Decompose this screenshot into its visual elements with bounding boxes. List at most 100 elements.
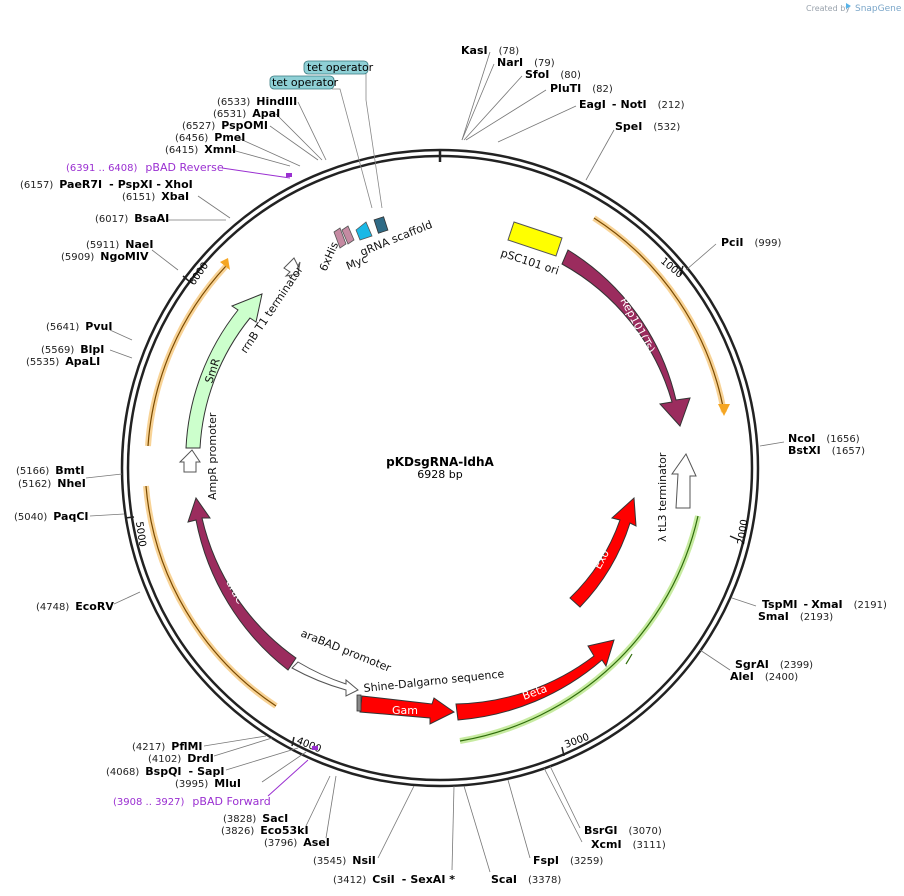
- svg-text:tet operator: tet operator: [307, 61, 374, 74]
- svg-text:NarI(79): NarI(79): [497, 56, 555, 69]
- plasmid-title: pKDsgRNA-ldhA 6928 bp: [386, 455, 494, 481]
- site-NgoMIV: NgoMIV: [100, 250, 149, 263]
- svg-text:(3545)NsiI: (3545)NsiI: [313, 854, 376, 867]
- site-BmtI: BmtI: [55, 464, 84, 477]
- feature-Beta[interactable]: Beta: [455, 639, 615, 721]
- feature-label-lambda-tL3: λ tL3 terminator: [656, 452, 669, 542]
- site-CsiI: CsiI: [372, 873, 394, 886]
- backbone: [120, 148, 760, 788]
- site-ApaI: ApaI: [252, 107, 280, 120]
- site-HindIII: HindIII: [256, 95, 297, 108]
- site-SgrAI: SgrAI: [735, 658, 769, 671]
- site-NcoI: NcoI: [788, 432, 815, 445]
- feature-label-Rep101Ts: Rep101(Ts): [617, 295, 657, 355]
- site-BlpI: BlpI: [80, 343, 104, 356]
- site-PflMI: PflMI: [171, 740, 202, 753]
- site-FspI: FspI: [533, 854, 559, 867]
- site-PaqCI: PaqCI: [53, 510, 88, 523]
- svg-text:(6157)PaeR7I-PspXI - XhoI: (6157)PaeR7I-PspXI - XhoI: [20, 178, 193, 191]
- svg-text:(5911)NaeI: (5911)NaeI: [86, 238, 153, 251]
- feature-Exo[interactable]: Exo: [569, 496, 637, 608]
- feature-gRNA-scaffold[interactable]: gRNA scaffold: [355, 216, 434, 259]
- site-NheI: NheI: [57, 477, 86, 490]
- svg-text:NcoI(1656): NcoI(1656): [788, 432, 860, 445]
- feature-rails: [143, 215, 730, 744]
- svg-text:SfoI(80): SfoI(80): [525, 68, 581, 81]
- feature-6xHis[interactable]: 6xHis: [317, 227, 347, 273]
- svg-text:EagI-NotI(212): EagI-NotI(212): [579, 98, 685, 111]
- svg-text:(6456)PmeI: (6456)PmeI: [175, 131, 245, 144]
- primer-marker-pBAD-Reverse: [221, 167, 292, 179]
- feature-Gam[interactable]: Gam: [359, 695, 455, 725]
- site-BstXI: BstXI: [788, 444, 821, 457]
- svg-text:(4748)EcoRV: (4748)EcoRV: [36, 600, 114, 613]
- svg-text:SnapGene: SnapGene: [855, 4, 902, 14]
- svg-text:(3412)CsiI-SexAI *: (3412)CsiI-SexAI *: [333, 873, 455, 886]
- snapgene-credit: Created by SnapGene: [806, 3, 902, 14]
- site-XcmI: XcmI: [591, 838, 622, 851]
- feature-pSC101-ori[interactable]: pSC101 ori: [499, 221, 563, 278]
- feature-AmpR-promoter[interactable]: AmpR promoter: [178, 412, 219, 500]
- tick-label-2000: 2000: [736, 519, 750, 546]
- svg-text:tet operator: tet operator: [272, 76, 339, 89]
- site-BspQI: BspQI: [145, 765, 181, 778]
- site-NaeI: NaeI: [125, 238, 153, 251]
- tick-label-5000: 5000: [133, 521, 147, 548]
- svg-text:(6415)XmnI: (6415)XmnI: [165, 143, 236, 156]
- svg-text:(4102)DrdI: (4102)DrdI: [148, 752, 214, 765]
- site-AseI: AseI: [303, 836, 330, 849]
- svg-text:ScaI(3378): ScaI(3378): [491, 873, 561, 886]
- restriction-sites[interactable]: KasI(78) NarI(79) SfoI(80) PluTI(82) Eag…: [14, 44, 887, 886]
- site-BsrGI: BsrGI: [584, 824, 617, 837]
- site-NarI: NarI: [497, 56, 523, 69]
- svg-text:(3828)SacI: (3828)SacI: [223, 812, 288, 825]
- site-AleI: AleI: [730, 670, 754, 683]
- primer-pBAD-Forward: (3908 .. 3927)pBAD Forward: [113, 795, 271, 808]
- feature-araC[interactable]: araC: [187, 496, 297, 671]
- svg-text:SpeI(532): SpeI(532): [615, 120, 680, 133]
- site-PciI: PciI: [721, 236, 743, 249]
- feature-label-gRNA-scaffold: gRNA scaffold: [358, 218, 434, 259]
- feature-lambda-tL3-terminator[interactable]: λ tL3 terminator: [656, 452, 697, 542]
- site-KasI: KasI: [461, 44, 488, 57]
- primer-pBAD-Reverse: (6391 .. 6408)pBAD Reverse: [66, 161, 224, 174]
- plasmid-name: pKDsgRNA-ldhA: [386, 455, 494, 469]
- svg-text:KasI(78): KasI(78): [461, 44, 519, 57]
- svg-text:Created by: Created by: [806, 4, 850, 13]
- svg-text:TspMI-XmaI(2191): TspMI-XmaI(2191): [762, 598, 887, 611]
- feature-Rep101Ts[interactable]: Rep101(Ts): [561, 249, 691, 427]
- feature-label-SmR: SmR: [202, 356, 222, 384]
- svg-text:(6527)PspOMI: (6527)PspOMI: [182, 119, 268, 132]
- site-BsaAI: BsaAI: [134, 212, 169, 225]
- primer-labels[interactable]: (6391 .. 6408)pBAD Reverse (3908 .. 3927…: [66, 161, 271, 808]
- svg-text:(3796)AseI: (3796)AseI: [264, 836, 330, 849]
- svg-text:(6533)HindIII: (6533)HindIII: [217, 95, 297, 108]
- plasmid-length: 6928 bp: [417, 468, 462, 481]
- svg-text:PciI(999): PciI(999): [721, 236, 781, 249]
- site-leader-lines: [85, 51, 785, 873]
- site-PvuI: PvuI: [85, 320, 112, 333]
- site-Eco53kI: Eco53kI: [260, 824, 308, 837]
- svg-text:(6531)ApaI: (6531)ApaI: [213, 107, 280, 120]
- svg-text:(5162)NheI: (5162)NheI: [18, 477, 86, 490]
- site-SfoI: SfoI: [525, 68, 549, 81]
- svg-text:FspI(3259): FspI(3259): [533, 854, 603, 867]
- feature-SmR[interactable]: SmR: [185, 293, 263, 449]
- svg-text:SgrAI(2399): SgrAI(2399): [735, 658, 813, 671]
- site-PspOMI: PspOMI: [221, 119, 268, 132]
- site-SmaI: SmaI: [758, 610, 789, 623]
- svg-text:SmaI(2193): SmaI(2193): [758, 610, 833, 623]
- feature-label-Gam: Gam: [392, 704, 418, 717]
- svg-text:PluTI(82): PluTI(82): [550, 82, 613, 95]
- site-SacI: SacI: [262, 812, 288, 825]
- site-DrdI: DrdI: [187, 752, 214, 765]
- site-NsiI: NsiI: [352, 854, 376, 867]
- tet-operator-2[interactable]: tet operator: [269, 75, 339, 90]
- rail-arrowhead: [220, 258, 230, 270]
- site-ScaI: ScaI: [491, 873, 517, 886]
- rail-arrowhead: [718, 404, 730, 416]
- svg-text:(5166)BmtI: (5166)BmtI: [16, 464, 84, 477]
- site-PaeR7I: PaeR7I: [59, 178, 102, 191]
- tet-operator-1[interactable]: tet operator: [303, 60, 374, 75]
